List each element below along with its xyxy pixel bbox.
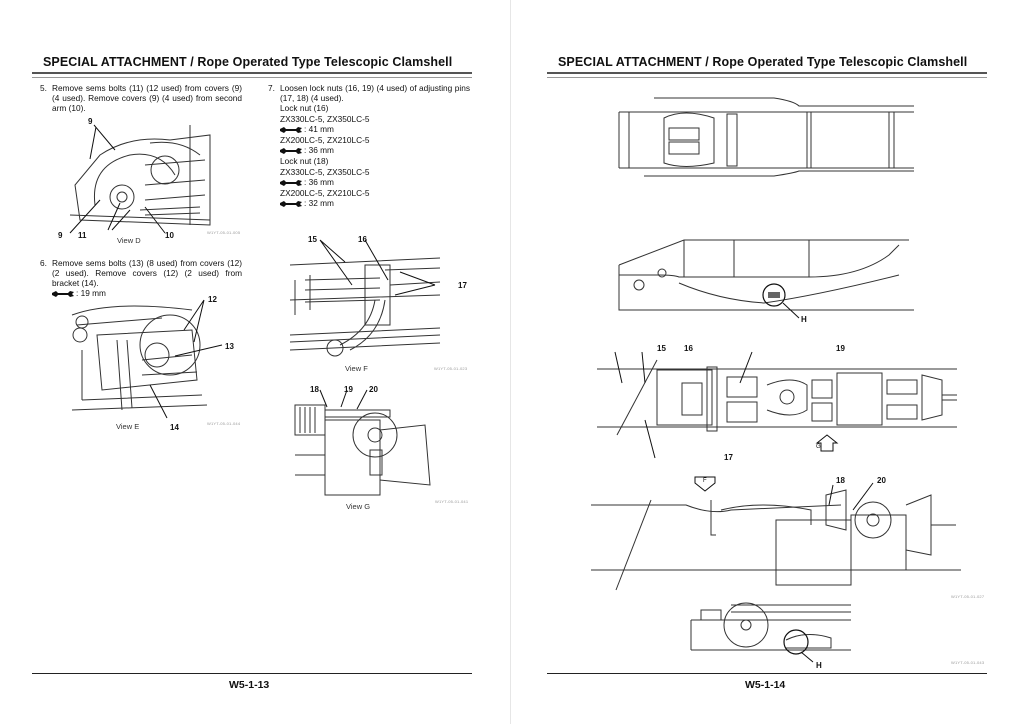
wrench-size: : 32 mm: [304, 198, 334, 209]
callout-16: 16: [684, 344, 693, 353]
spec-label: ZX200LC-5, ZX210LC-5: [280, 134, 370, 145]
callout-11: 11: [78, 231, 87, 240]
wrench-size: : 19 mm: [76, 288, 106, 298]
spec-label: Lock nut (18): [280, 155, 329, 166]
callout-20: 20: [877, 476, 886, 485]
callout-18: 18: [310, 385, 319, 394]
wrench-size: : 41 mm: [304, 124, 334, 135]
callout-19: 19: [344, 385, 353, 394]
step-5: 5. Remove sems bolts (11) (12 used) from…: [40, 83, 242, 113]
step-number: 6.: [40, 258, 47, 268]
wrench-icon: [280, 201, 302, 208]
step-6: 6. Remove sems bolts (13) (8 used) from …: [40, 258, 242, 299]
figure-caption: View F: [345, 364, 368, 373]
callout-16: 16: [358, 235, 367, 244]
step-7: 7. Loosen lock nuts (16, 19) (4 used) of…: [268, 83, 470, 209]
view-arrow-G: G: [816, 444, 821, 450]
wrench-icon: [280, 148, 302, 155]
wrench-icon: [52, 290, 74, 297]
callout-14: 14: [170, 423, 179, 432]
side-detail-illustration: [591, 475, 961, 590]
callout-H: H: [816, 661, 822, 670]
figure-reference: W1YT-05-01-023: [434, 366, 468, 371]
callout-H: H: [801, 315, 807, 324]
callout-10: 10: [165, 231, 174, 240]
figure-reference: W1YT-05-01-044: [207, 421, 241, 426]
side-view-illustration: [619, 235, 914, 315]
footer-rule: [32, 673, 472, 674]
footer-rule: [547, 673, 987, 674]
header-rule: [547, 72, 987, 78]
step-number: 7.: [268, 83, 275, 93]
right-page: SPECIAL ATTACHMENT / Rope Operated Type …: [510, 0, 1019, 724]
page-header: SPECIAL ATTACHMENT / Rope Operated Type …: [43, 55, 453, 69]
figure-caption: View E: [116, 422, 140, 431]
view-f-illustration: [290, 240, 440, 355]
figure-caption: View D: [117, 236, 141, 245]
step-number: 5.: [40, 83, 47, 93]
figure-reference: W1YT-05-01-041: [435, 499, 469, 504]
view-d-illustration: [60, 125, 230, 235]
wrench-size: : 36 mm: [304, 177, 334, 188]
plan-view-illustration: [597, 355, 957, 435]
wrench-size: : 36 mm: [304, 145, 334, 156]
callout-19: 19: [836, 344, 845, 353]
spec-label: ZX330LC-5, ZX350LC-5: [280, 166, 370, 177]
bottom-detail-illustration: [691, 600, 851, 655]
figure-reference: W1YT-05-01-005: [207, 230, 241, 235]
callout-12: 12: [208, 295, 217, 304]
step-text: Loosen lock nuts (16, 19) (4 used) of ad…: [280, 83, 470, 103]
callout-15: 15: [657, 344, 666, 353]
view-g-illustration: [295, 395, 435, 495]
spec-label: Lock nut (16): [280, 103, 329, 113]
top-view-illustration: [619, 98, 914, 183]
callout-9: 9: [88, 117, 93, 126]
page-number: W5-1-14: [745, 679, 786, 691]
callout-9: 9: [58, 231, 63, 240]
page-number: W5-1-13: [229, 679, 270, 691]
figure-reference: W1YT-05-01-027: [951, 594, 985, 599]
wrench-icon: [280, 179, 302, 186]
callout-18: 18: [836, 476, 845, 485]
left-page: SPECIAL ATTACHMENT / Rope Operated Type …: [0, 0, 509, 724]
callout-13: 13: [225, 342, 234, 351]
spec-label: ZX330LC-5, ZX350LC-5: [280, 113, 370, 124]
page-header: SPECIAL ATTACHMENT / Rope Operated Type …: [558, 55, 968, 69]
step-text: Remove sems bolts (11) (12 used) from co…: [52, 83, 242, 113]
view-arrow-F: F: [703, 478, 707, 484]
figure-caption: View G: [346, 502, 371, 511]
step-text: Remove sems bolts (13) (8 used) from cov…: [52, 258, 242, 288]
callout-20: 20: [369, 385, 378, 394]
callout-17: 17: [724, 453, 733, 462]
callout-17: 17: [458, 281, 467, 290]
spec-label: ZX200LC-5, ZX210LC-5: [280, 187, 370, 198]
callout-15: 15: [308, 235, 317, 244]
figure-reference: W1YT-05-01-043: [951, 660, 985, 665]
header-rule: [32, 72, 472, 78]
view-e-illustration: [72, 300, 207, 415]
wrench-icon: [280, 127, 302, 133]
